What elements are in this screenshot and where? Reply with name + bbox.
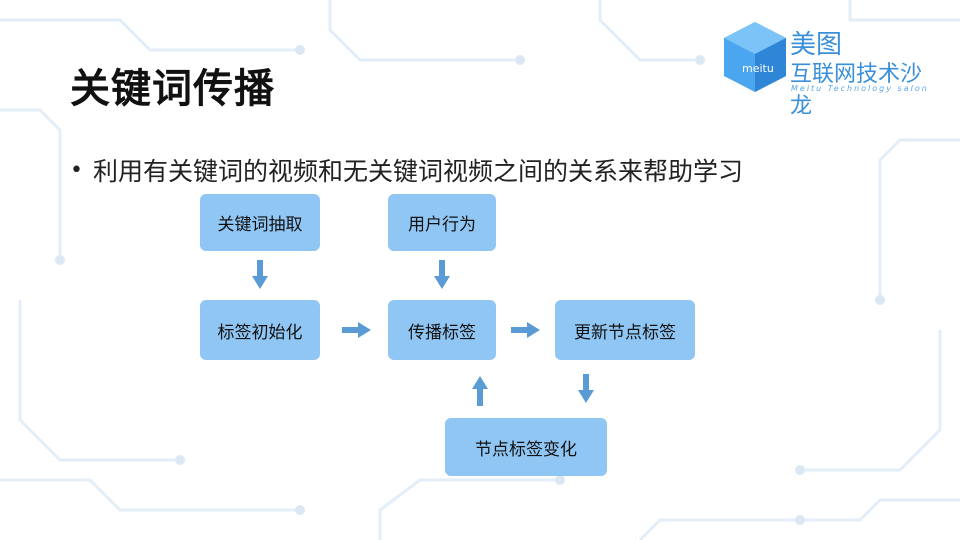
node-update-node-label: 更新节点标签 (555, 300, 695, 360)
node-user-behavior: 用户行为 (388, 194, 496, 251)
node-propagate-label: 传播标签 (388, 300, 496, 360)
arrow-init-to-propagate (342, 322, 371, 338)
logo-badge-text: meitu (742, 62, 774, 75)
arrow-user-to-propagate (434, 260, 450, 289)
bullet-point: • 利用有关键词的视频和无关键词视频之间的关系来帮助学习 (70, 152, 743, 188)
brand-name: 美图 (790, 30, 843, 60)
arrow-change-to-propagate (472, 376, 488, 406)
brand-subtitle: 互联网技术沙龙 (790, 62, 923, 119)
brand-english: Meitu Technology salon (791, 84, 929, 93)
node-node-label-change: 节点标签变化 (445, 418, 607, 476)
cube-logo-icon: meitu (724, 22, 786, 92)
arrow-propagate-to-update (511, 322, 540, 338)
meitu-logo: meitu 美图 互联网技术沙龙 Meitu Technology salon (722, 20, 942, 119)
bullet-dot-icon: • (70, 157, 83, 183)
bullet-text: 利用有关键词的视频和无关键词视频之间的关系来帮助学习 (92, 157, 743, 186)
arrow-update-to-change (578, 374, 594, 403)
page-title: 关键词传播 (70, 66, 275, 112)
node-keyword-extract: 关键词抽取 (200, 194, 320, 251)
node-label-init: 标签初始化 (200, 300, 320, 360)
arrow-keyword-to-init (252, 260, 268, 289)
